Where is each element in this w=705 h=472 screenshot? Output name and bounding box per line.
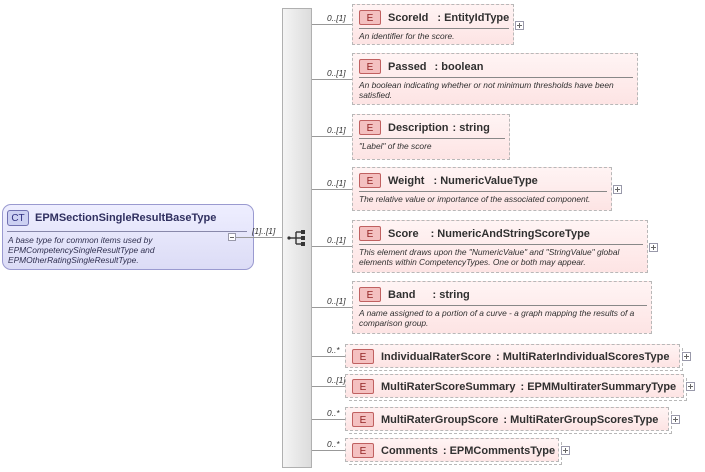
expand-icon[interactable] (649, 242, 658, 252)
element-badge: E (359, 173, 381, 188)
connector-line (236, 237, 282, 238)
element-name: Passed (388, 60, 427, 73)
element-type: : boolean (434, 60, 484, 73)
divider (359, 191, 607, 192)
element-header: E Description: string (359, 120, 490, 135)
element-multiplicity: 0..[1] (327, 68, 346, 78)
element-header: E Weight : NumericValueType (359, 173, 538, 188)
element-name: ScoreId (388, 11, 429, 24)
collapse-icon[interactable] (228, 233, 236, 241)
element-multiplicity: 0..[1] (327, 375, 346, 385)
connector-line (312, 419, 345, 420)
element-box[interactable]: E MultiRaterGroupScore : MultiRaterGroupSc… (345, 407, 672, 434)
connector-line (312, 450, 345, 451)
expand-icon[interactable] (515, 20, 524, 30)
element-name: MultiRaterGroupScore (381, 413, 499, 426)
element-badge: E (352, 412, 374, 427)
element-box[interactable]: E Passed : boolean An boolean indicating wh… (352, 53, 638, 105)
element-badge: E (359, 120, 381, 135)
divider (7, 231, 247, 232)
element-type: : MultiRaterIndividualScoresType (496, 350, 670, 363)
element-header: E IndividualRaterScore : MultiRaterIndivid… (352, 349, 669, 364)
element-header: E Passed : boolean (359, 59, 483, 74)
complex-type-box[interactable]: CT EPMSectionSingleResultBaseType A base… (2, 204, 254, 270)
element-box[interactable]: E Band : string A name assigned to a portio… (352, 281, 652, 334)
element-multiplicity: 0..[1] (327, 296, 346, 306)
complex-type-name: EPMSectionSingleResultBaseType (35, 212, 217, 224)
expand-icon[interactable] (686, 382, 695, 391)
element-doc: "Label" of the score (359, 141, 432, 151)
element-badge: E (352, 349, 374, 364)
connector-line (312, 356, 345, 357)
element-header: E MultiRaterScoreSummary : EPMMultiraterSu… (352, 379, 676, 394)
element-name: MultiRaterScoreSummary (381, 380, 516, 393)
element-name: IndividualRaterScore (381, 350, 492, 363)
complex-type-doc: A base type for common items used by EPM… (8, 235, 155, 265)
element-badge: E (359, 10, 381, 25)
connector-line (312, 136, 352, 137)
element-doc: The relative value or importance of the … (359, 194, 591, 204)
element-multiplicity: 0..[1] (327, 235, 346, 245)
element-badge: E (359, 226, 381, 241)
element-box[interactable]: E Comments : EPMCommentsType (345, 438, 562, 465)
element-name: Description (388, 121, 449, 134)
sequence-multiplicity: [1]..[1] (252, 226, 276, 236)
divider (359, 305, 647, 306)
element-header: E MultiRaterGroupScore : MultiRaterGroupSc… (352, 412, 658, 427)
element-type: : EPMCommentsType (442, 444, 556, 457)
element-badge: E (352, 379, 374, 394)
divider (359, 138, 505, 139)
element-multiplicity: 0..* (327, 345, 340, 355)
element-type: : NumericAndStringScoreType (430, 227, 590, 240)
expand-icon[interactable] (561, 446, 570, 455)
connector-line (312, 189, 352, 190)
element-badge: E (359, 59, 381, 74)
element-box[interactable]: E IndividualRaterScore : MultiRaterIndivid… (345, 344, 683, 371)
element-multiplicity: 0..* (327, 408, 340, 418)
element-multiplicity: 0..[1] (327, 178, 346, 188)
connector-line (312, 246, 352, 247)
element-doc: An boolean indicating whether or not min… (359, 80, 614, 100)
element-header: E Band : string (359, 287, 470, 302)
element-name: Score (388, 227, 419, 240)
element-header: E Score : NumericAndStringScoreType (359, 226, 590, 241)
element-doc: A name assigned to a portion of a curve … (359, 308, 635, 328)
element-multiplicity: 0..[1] (327, 13, 346, 23)
connector-line (312, 24, 352, 25)
element-doc: This element draws upon the "NumericValu… (359, 247, 620, 267)
element-header: E ScoreId : EntityIdType (359, 10, 509, 25)
complex-type-header: CT EPMSectionSingleResultBaseType (7, 210, 216, 226)
element-doc: An identifier for the score. (359, 31, 455, 41)
expand-icon[interactable] (613, 185, 622, 194)
element-multiplicity: 0..* (327, 439, 340, 449)
element-multiplicity: 0..[1] (327, 125, 346, 135)
element-box[interactable]: E Description: string "Label" of the score (352, 114, 510, 160)
element-box[interactable]: E ScoreId : EntityIdType An identifier for … (352, 4, 514, 45)
divider (359, 244, 643, 245)
element-type: : string (452, 121, 490, 134)
element-type: : EPMMultiraterSummaryType (520, 380, 677, 393)
element-name: Comments (381, 444, 438, 457)
element-badge: E (359, 287, 381, 302)
element-badge: E (352, 443, 374, 458)
element-type: : string (432, 288, 470, 301)
complex-type-badge: CT (7, 210, 29, 226)
divider (359, 28, 509, 29)
element-type: : MultiRaterGroupScoresType (503, 413, 659, 426)
element-name: Weight (388, 174, 425, 187)
divider (359, 77, 633, 78)
sequence-icon[interactable] (287, 230, 309, 246)
expand-icon[interactable] (671, 415, 680, 424)
expand-icon[interactable] (682, 352, 691, 361)
element-type: : EntityIdType (437, 11, 510, 24)
connector-line (312, 307, 352, 308)
connector-line (312, 386, 345, 387)
element-box[interactable]: E MultiRaterScoreSummary : EPMMultiraterSu… (345, 374, 687, 401)
element-name: Band (388, 288, 416, 301)
connector-line (312, 79, 352, 80)
element-header: E Comments : EPMCommentsType (352, 443, 555, 458)
element-type: : NumericValueType (433, 174, 538, 187)
